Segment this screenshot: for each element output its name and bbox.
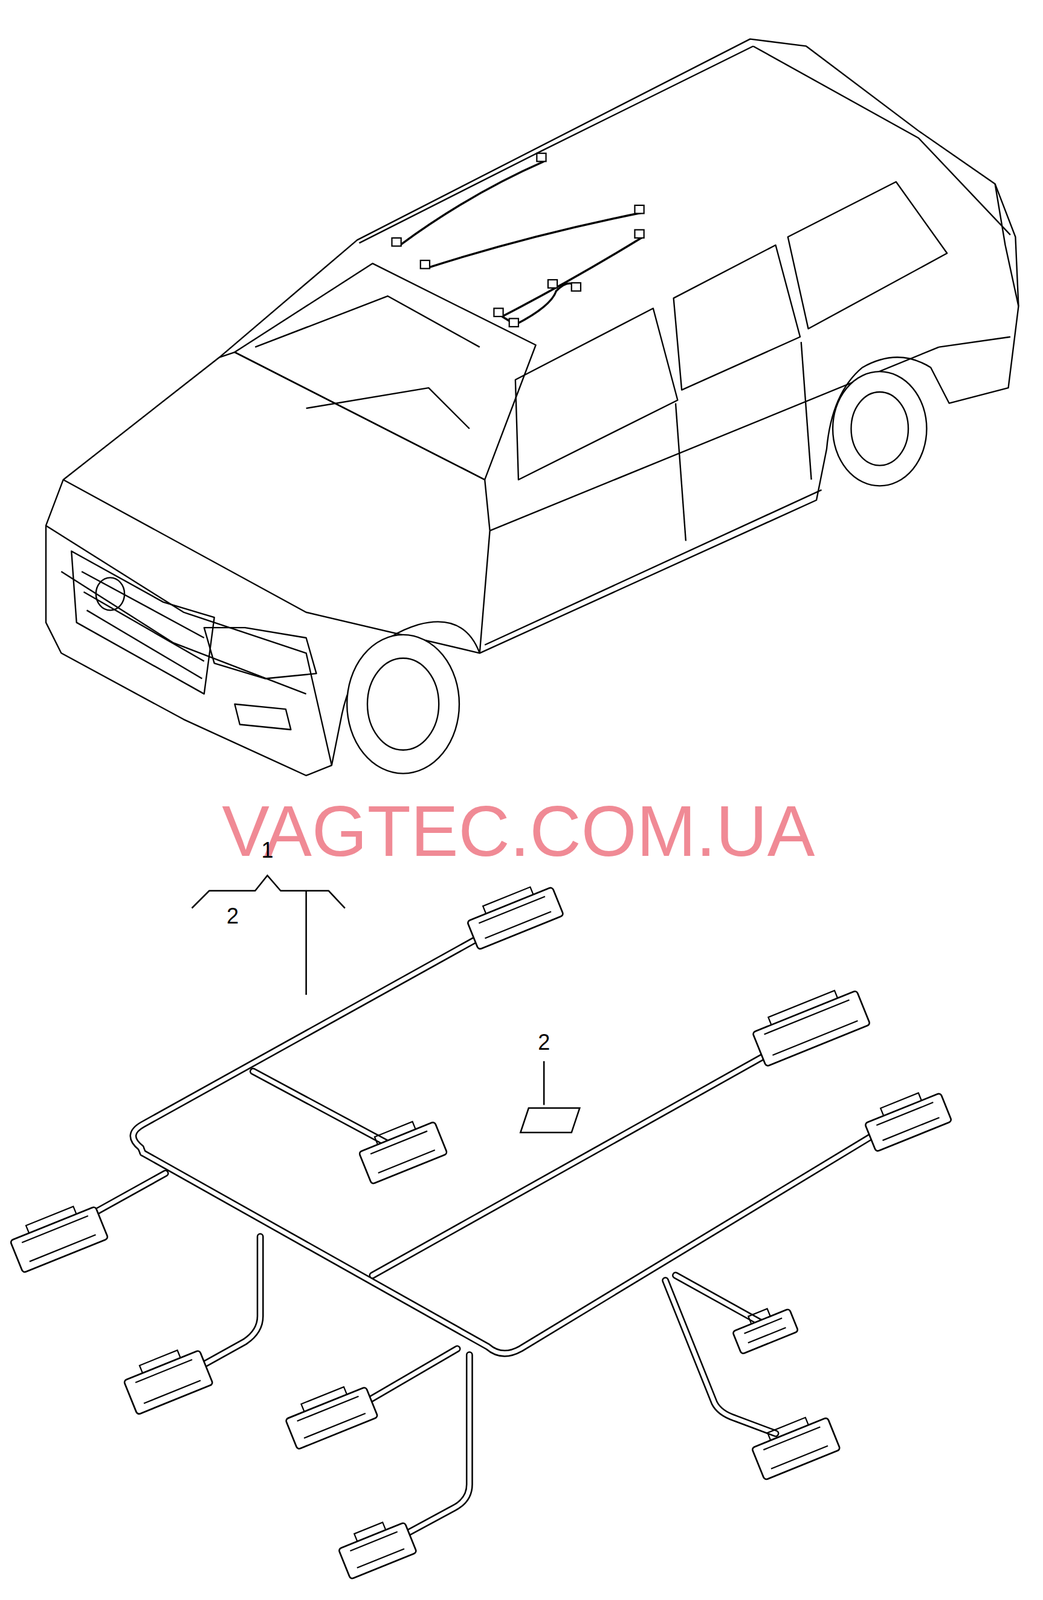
car-outline — [83, 592, 204, 662]
connector-body — [864, 1093, 952, 1153]
car-outline — [81, 571, 205, 639]
harness-wire — [198, 1236, 260, 1368]
harness-wire-outline — [132, 931, 492, 1149]
roof-connector — [634, 229, 644, 239]
harness-wire-outline — [253, 1072, 390, 1146]
connector-detail — [758, 987, 859, 1056]
harness-wire — [358, 1349, 457, 1407]
car-outline — [479, 531, 491, 654]
car-outline — [484, 490, 822, 646]
car-outline — [801, 342, 812, 480]
roof-connector — [634, 205, 644, 214]
connector-plug — [749, 983, 871, 1067]
connector-body — [285, 1387, 378, 1451]
connector-detail — [758, 1414, 828, 1470]
connector-detail — [473, 883, 552, 939]
callout-number: 2 — [537, 1032, 550, 1054]
car-outline — [787, 181, 947, 329]
leader-line — [305, 891, 307, 996]
car-outline — [219, 352, 491, 532]
harness-wire-outline — [665, 1281, 776, 1434]
connector-plug — [748, 1410, 841, 1481]
connector-detail — [16, 1203, 96, 1263]
connector-detail — [291, 1383, 366, 1439]
connector-plug — [464, 879, 564, 950]
label-sticker — [520, 1108, 580, 1134]
connector-body — [467, 887, 564, 950]
connector-plug — [861, 1085, 952, 1153]
leader-line — [192, 875, 346, 909]
connector-body — [732, 1309, 799, 1356]
connector-plug — [335, 1515, 417, 1581]
car-outline — [71, 551, 214, 694]
car-outline — [939, 337, 1011, 348]
harness-wire — [665, 1281, 776, 1434]
connector-body — [752, 991, 871, 1068]
car-outline — [87, 610, 203, 679]
connector-body — [10, 1206, 109, 1274]
car-outline — [234, 704, 291, 730]
car-outline — [61, 571, 306, 695]
harness-wire — [132, 931, 492, 1149]
badge — [96, 577, 125, 611]
leader-line — [543, 1061, 546, 1106]
roof-connector — [493, 308, 503, 317]
car-outline — [995, 183, 1019, 307]
harness-wire-outline — [358, 1349, 457, 1407]
harness-wire — [140, 1148, 143, 1153]
connector-plug — [282, 1379, 378, 1450]
harness-wire-outline — [403, 1355, 470, 1537]
callout-number: 2 — [226, 905, 239, 928]
connector-detail — [345, 1519, 405, 1569]
roof-connector — [420, 260, 430, 269]
connector-plug — [7, 1199, 109, 1274]
connector-plug — [729, 1301, 799, 1355]
car-outline — [63, 479, 480, 654]
roof-connector — [548, 279, 558, 289]
roof-wire — [428, 212, 643, 268]
car-outline — [752, 45, 1011, 235]
harness-wire-outline — [675, 1276, 768, 1328]
car-outline — [358, 45, 753, 243]
connector-detail — [364, 1118, 435, 1174]
car-outline — [234, 263, 536, 480]
roof-connector — [571, 282, 581, 292]
roof-connector — [509, 318, 519, 327]
roof-connector — [392, 238, 402, 247]
harness-wire — [253, 1072, 390, 1146]
harness-wire — [403, 1355, 470, 1537]
harness-wire-outline — [198, 1236, 260, 1368]
wheel — [346, 635, 460, 775]
car-outline — [675, 403, 686, 542]
car-outline — [45, 39, 1019, 776]
car-outline — [45, 525, 332, 766]
car-outline — [515, 308, 679, 480]
connector-plug — [120, 1343, 214, 1416]
connector-detail — [129, 1346, 201, 1404]
harness-wire — [675, 1276, 768, 1328]
car-outline — [306, 387, 470, 430]
roof-connector — [536, 153, 546, 162]
roof-wire — [400, 161, 544, 245]
wheel — [367, 658, 439, 751]
connector-detail — [739, 1305, 787, 1344]
watermark: VAGTEC.COM.UA — [221, 795, 815, 868]
roof-wire — [515, 283, 580, 325]
car-outline — [255, 296, 480, 347]
wheel — [850, 392, 909, 466]
car-outline — [673, 245, 801, 391]
wheel — [832, 371, 927, 486]
roof-wire — [502, 236, 643, 317]
car-outline — [204, 627, 317, 679]
harness-wire-outline — [140, 1148, 143, 1153]
connector-plug — [355, 1114, 448, 1185]
callout-number: 1 — [261, 839, 274, 862]
connector-detail — [871, 1089, 940, 1141]
